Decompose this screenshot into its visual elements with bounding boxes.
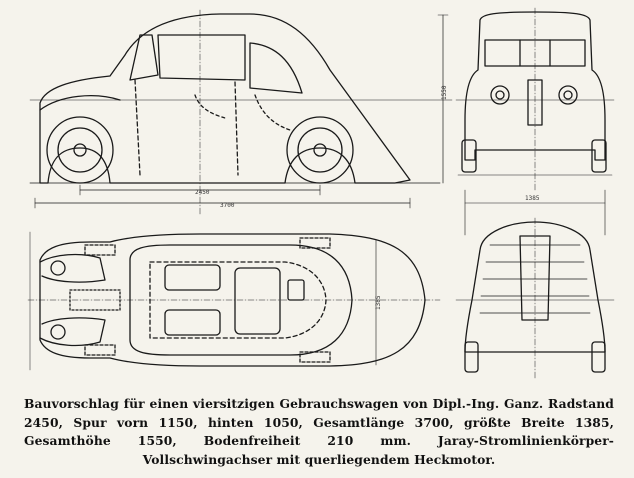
front-view-window-divider	[519, 39, 551, 67]
length-label: 3700	[220, 202, 235, 209]
rear-view-wheel-right	[591, 341, 606, 373]
top-view-headlight-right	[50, 324, 66, 340]
rear-view	[455, 217, 615, 379]
front-view-headlight-right	[558, 85, 578, 105]
rear-view-body-outline	[464, 221, 606, 353]
side-view	[29, 9, 453, 216]
top-view-seat-front-left	[164, 264, 221, 291]
height-label: 1550	[441, 85, 448, 100]
top-view-front-fender-right	[39, 317, 106, 347]
front-view-body-outline	[464, 11, 606, 161]
width-label: 1385	[525, 195, 540, 202]
top-view-engine-cover	[287, 279, 305, 301]
side-view-rear-window	[249, 42, 303, 94]
front-view-wheel-left	[461, 139, 477, 173]
side-view-body-outline	[39, 13, 411, 184]
side-view-fender	[39, 95, 121, 111]
top-view-wheel-rear-right	[299, 351, 331, 363]
side-view-door-line	[134, 79, 239, 176]
rear-view-fin	[519, 235, 551, 321]
top-view-wheel-front-right	[84, 344, 116, 356]
plan-width-label: 1385	[375, 295, 382, 310]
rear-view-wheel-left	[464, 341, 479, 373]
side-view-seat-hint	[194, 94, 291, 131]
top-view-headlight-left	[50, 260, 66, 276]
top-view-seat-front-right	[164, 309, 221, 336]
top-view-wheel-front-left	[84, 244, 116, 256]
front-view-headlight-left	[490, 85, 510, 105]
front-view-wheel-right	[591, 139, 607, 173]
figure-caption: Bauvorschlag für einen viersitzigen Gebr…	[24, 396, 614, 467]
top-view-seat-rear	[234, 267, 281, 335]
side-view-front-door-window	[157, 34, 246, 81]
top-view-wheel-rear-left	[299, 237, 331, 249]
top-view	[27, 233, 441, 367]
wheelbase-label: 2450	[195, 189, 210, 196]
top-view-front-fender-left	[39, 253, 106, 283]
front-view-windshield	[484, 39, 586, 67]
side-view-window-frame	[129, 34, 159, 81]
side-view-rear-wheel	[286, 116, 354, 184]
side-view-front-wheel	[46, 116, 114, 184]
front-view-grille	[527, 79, 543, 126]
front-view	[455, 7, 615, 191]
